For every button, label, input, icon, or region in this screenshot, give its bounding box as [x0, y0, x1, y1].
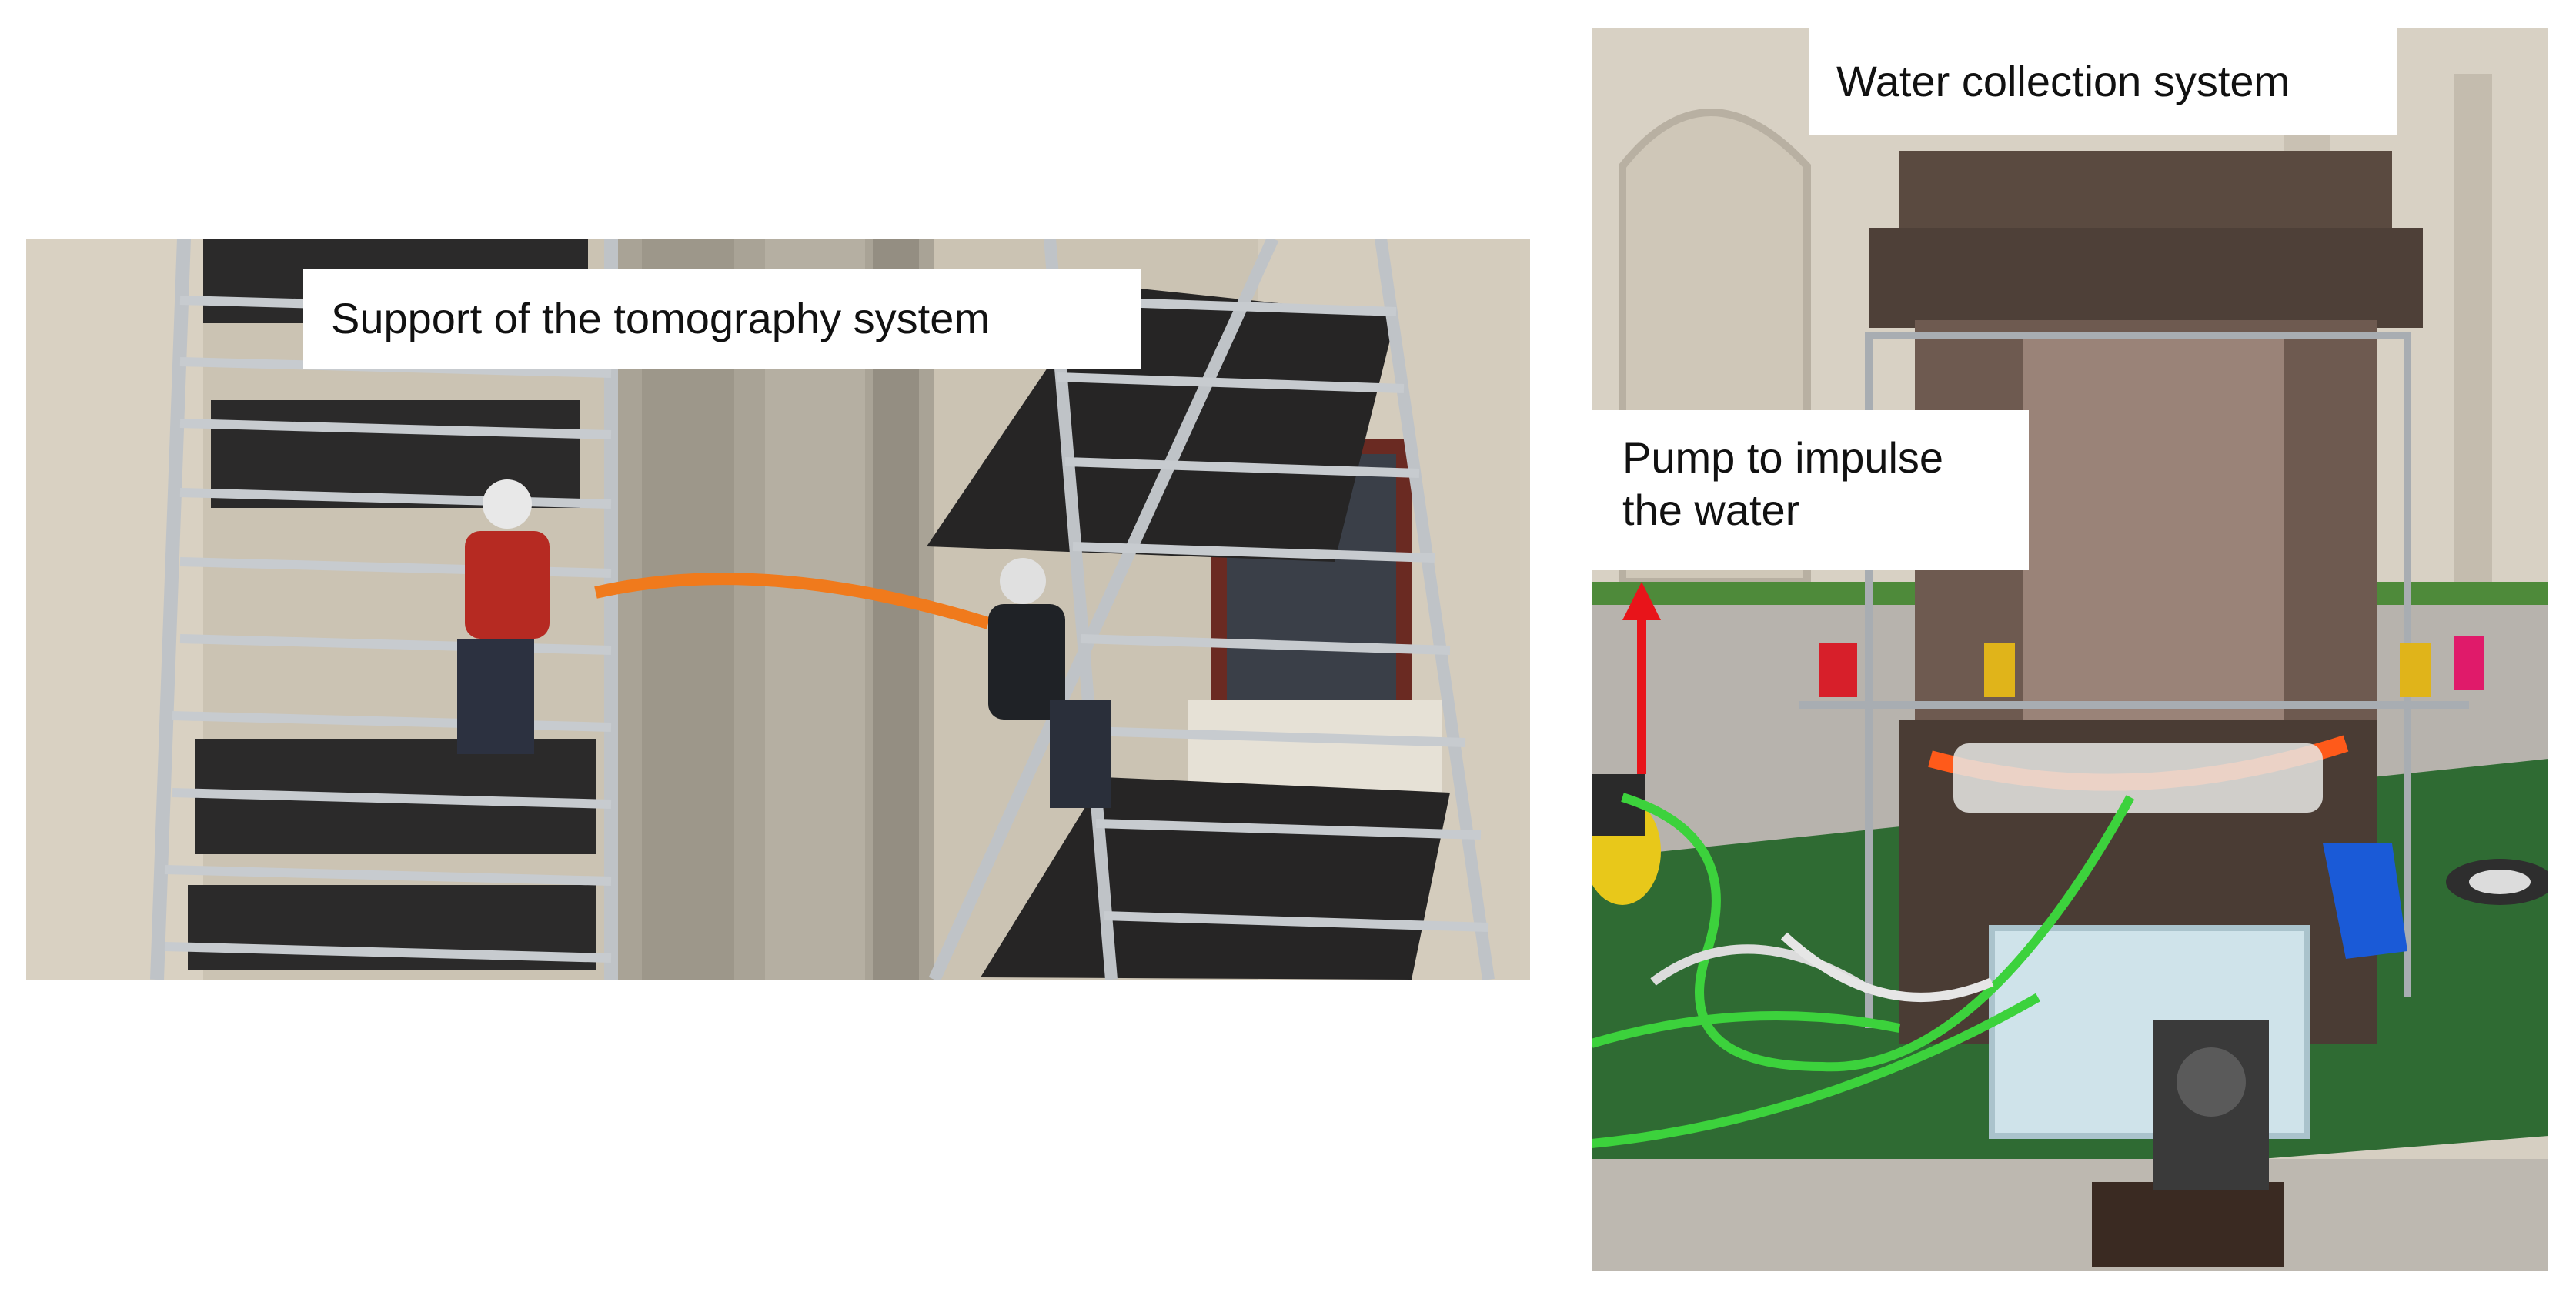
- caption-pump: Pump to impulse the water: [1592, 410, 2029, 570]
- caption-pump-line1: Pump to impulse: [1622, 433, 1944, 482]
- column-base-photo-image: [1592, 28, 2548, 1271]
- column-base-photo: Water collection system Pump to impulse …: [1592, 28, 2548, 1271]
- caption-water-collection: Water collection system: [1809, 28, 2397, 135]
- caption-pump-line2: the water: [1622, 486, 1800, 534]
- scaffold-photo: Support of the tomography system: [26, 239, 1530, 980]
- caption-support-tomography: Support of the tomography system: [303, 269, 1141, 369]
